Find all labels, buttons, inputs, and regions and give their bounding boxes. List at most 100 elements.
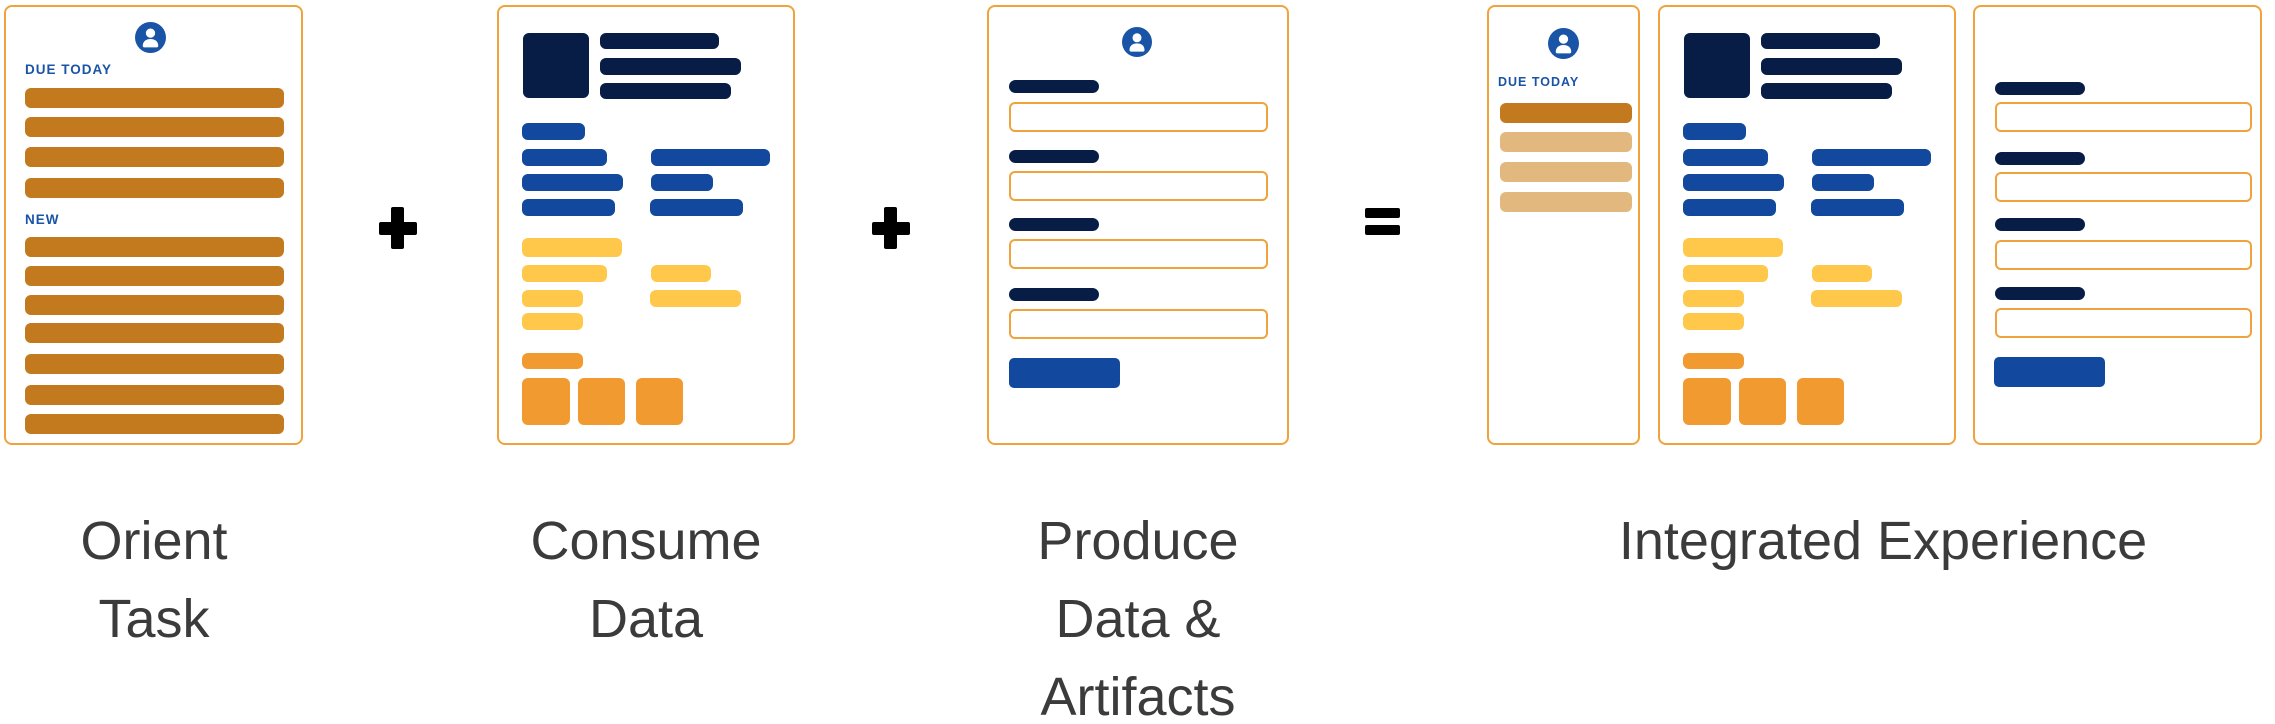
input-field-box (1009, 309, 1268, 339)
avatar-icon (1122, 27, 1152, 62)
field-label-pill (1995, 152, 2085, 165)
submit-button-bar (1994, 357, 2105, 387)
title-bar (600, 33, 719, 49)
task-bar (25, 385, 284, 405)
task-bar (25, 266, 284, 286)
thumbnail-square (636, 378, 683, 425)
data-bar-yellow (522, 290, 583, 307)
avatar-placeholder-square (523, 33, 589, 98)
title-bar (1761, 33, 1880, 49)
field-label-pill (1009, 218, 1099, 231)
task-bar (1500, 103, 1632, 123)
due-today-label: DUE TODAY (1498, 75, 1580, 89)
due-today-label: DUE TODAY (25, 62, 113, 77)
title-bar (1761, 83, 1892, 99)
integrated-consume-panel (1658, 5, 1956, 445)
data-bar-yellow (522, 313, 583, 330)
title-bar (600, 83, 731, 99)
caption-line: Orient (80, 511, 228, 571)
data-bar-blue (522, 174, 623, 191)
input-field-box (1995, 308, 2252, 338)
caption-consume-data: Consume Data (530, 502, 761, 658)
data-bar-yellow (522, 238, 622, 257)
field-label-pill (1995, 218, 2085, 231)
data-bar-blue (1812, 149, 1931, 166)
task-bar-muted (1500, 162, 1632, 182)
thumbnail-square (1739, 378, 1786, 425)
data-bar-blue (1683, 199, 1776, 216)
field-label-pill (1009, 150, 1099, 163)
caption-integrated-experience: Integrated Experience (1619, 502, 2147, 580)
task-bar (25, 117, 284, 137)
data-bar-blue (1811, 199, 1904, 216)
caption-line: Consume (530, 511, 762, 571)
input-field-box (1009, 171, 1268, 201)
task-bar (25, 354, 284, 374)
data-bar-blue (522, 199, 615, 216)
task-bar (25, 323, 284, 343)
submit-button-bar (1009, 358, 1120, 388)
field-label-pill (1009, 80, 1099, 93)
new-label: NEW (25, 212, 60, 227)
input-field-box (1995, 240, 2252, 270)
task-bar (25, 295, 284, 315)
data-bar-blue (651, 149, 770, 166)
plus-operator (379, 207, 417, 249)
caption-line: Data (588, 589, 704, 649)
data-bar-yellow (1811, 290, 1902, 307)
data-bar-yellow (1683, 290, 1744, 307)
integrated-produce-panel (1973, 5, 2262, 445)
caption-produce-data-artifacts: Produce Data & Artifacts (1037, 502, 1238, 724)
input-field-box (1009, 102, 1268, 132)
data-bar-yellow (1812, 265, 1872, 282)
task-bar-muted (1500, 132, 1632, 152)
avatar-icon (1548, 28, 1579, 64)
equals-operator (1365, 208, 1400, 235)
title-bar (600, 58, 741, 75)
caption-line: Task (98, 589, 210, 649)
data-bar-orange (522, 353, 583, 369)
thumbnail-square (578, 378, 625, 425)
caption-line: Produce (1037, 511, 1239, 571)
plus-operator (872, 207, 910, 249)
avatar-icon (135, 22, 166, 58)
task-bar (25, 178, 284, 198)
data-bar-blue (1683, 174, 1784, 191)
task-bar (25, 88, 284, 108)
produce-card (987, 5, 1289, 445)
input-field-box (1995, 102, 2252, 132)
task-bar (25, 237, 284, 257)
data-bar-yellow (650, 290, 741, 307)
data-bar-blue (650, 199, 743, 216)
caption-line: Data & (1055, 589, 1221, 649)
data-bar-yellow (522, 265, 607, 282)
caption-line: Integrated Experience (1618, 511, 2148, 571)
input-field-box (1995, 172, 2252, 202)
data-bar-blue (1812, 174, 1874, 191)
data-bar-yellow (651, 265, 711, 282)
thumbnail-square (1683, 378, 1731, 425)
task-bar (25, 147, 284, 167)
data-bar-blue (1683, 149, 1768, 166)
data-bar-blue (651, 174, 713, 191)
thumbnail-square (522, 378, 570, 425)
data-bar-blue (522, 149, 607, 166)
title-bar (1761, 58, 1902, 75)
field-label-pill (1995, 287, 2085, 300)
avatar-placeholder-square (1684, 33, 1750, 98)
data-bar-yellow (1683, 238, 1783, 257)
consume-data-card (497, 5, 795, 445)
task-bar-muted (1500, 192, 1632, 212)
input-field-box (1009, 239, 1268, 269)
task-bar (25, 414, 284, 434)
caption-orient-task: Orient Task (80, 502, 227, 658)
data-bar-yellow (1683, 313, 1744, 330)
orient-task-card: DUE TODAY NEW (4, 5, 303, 445)
field-label-pill (1995, 82, 2085, 95)
data-bar-blue (1683, 123, 1746, 140)
thumbnail-square (1797, 378, 1844, 425)
data-bar-blue (522, 123, 585, 140)
caption-line: Artifacts (1040, 667, 1236, 724)
integrated-orient-panel: DUE TODAY (1487, 5, 1640, 445)
